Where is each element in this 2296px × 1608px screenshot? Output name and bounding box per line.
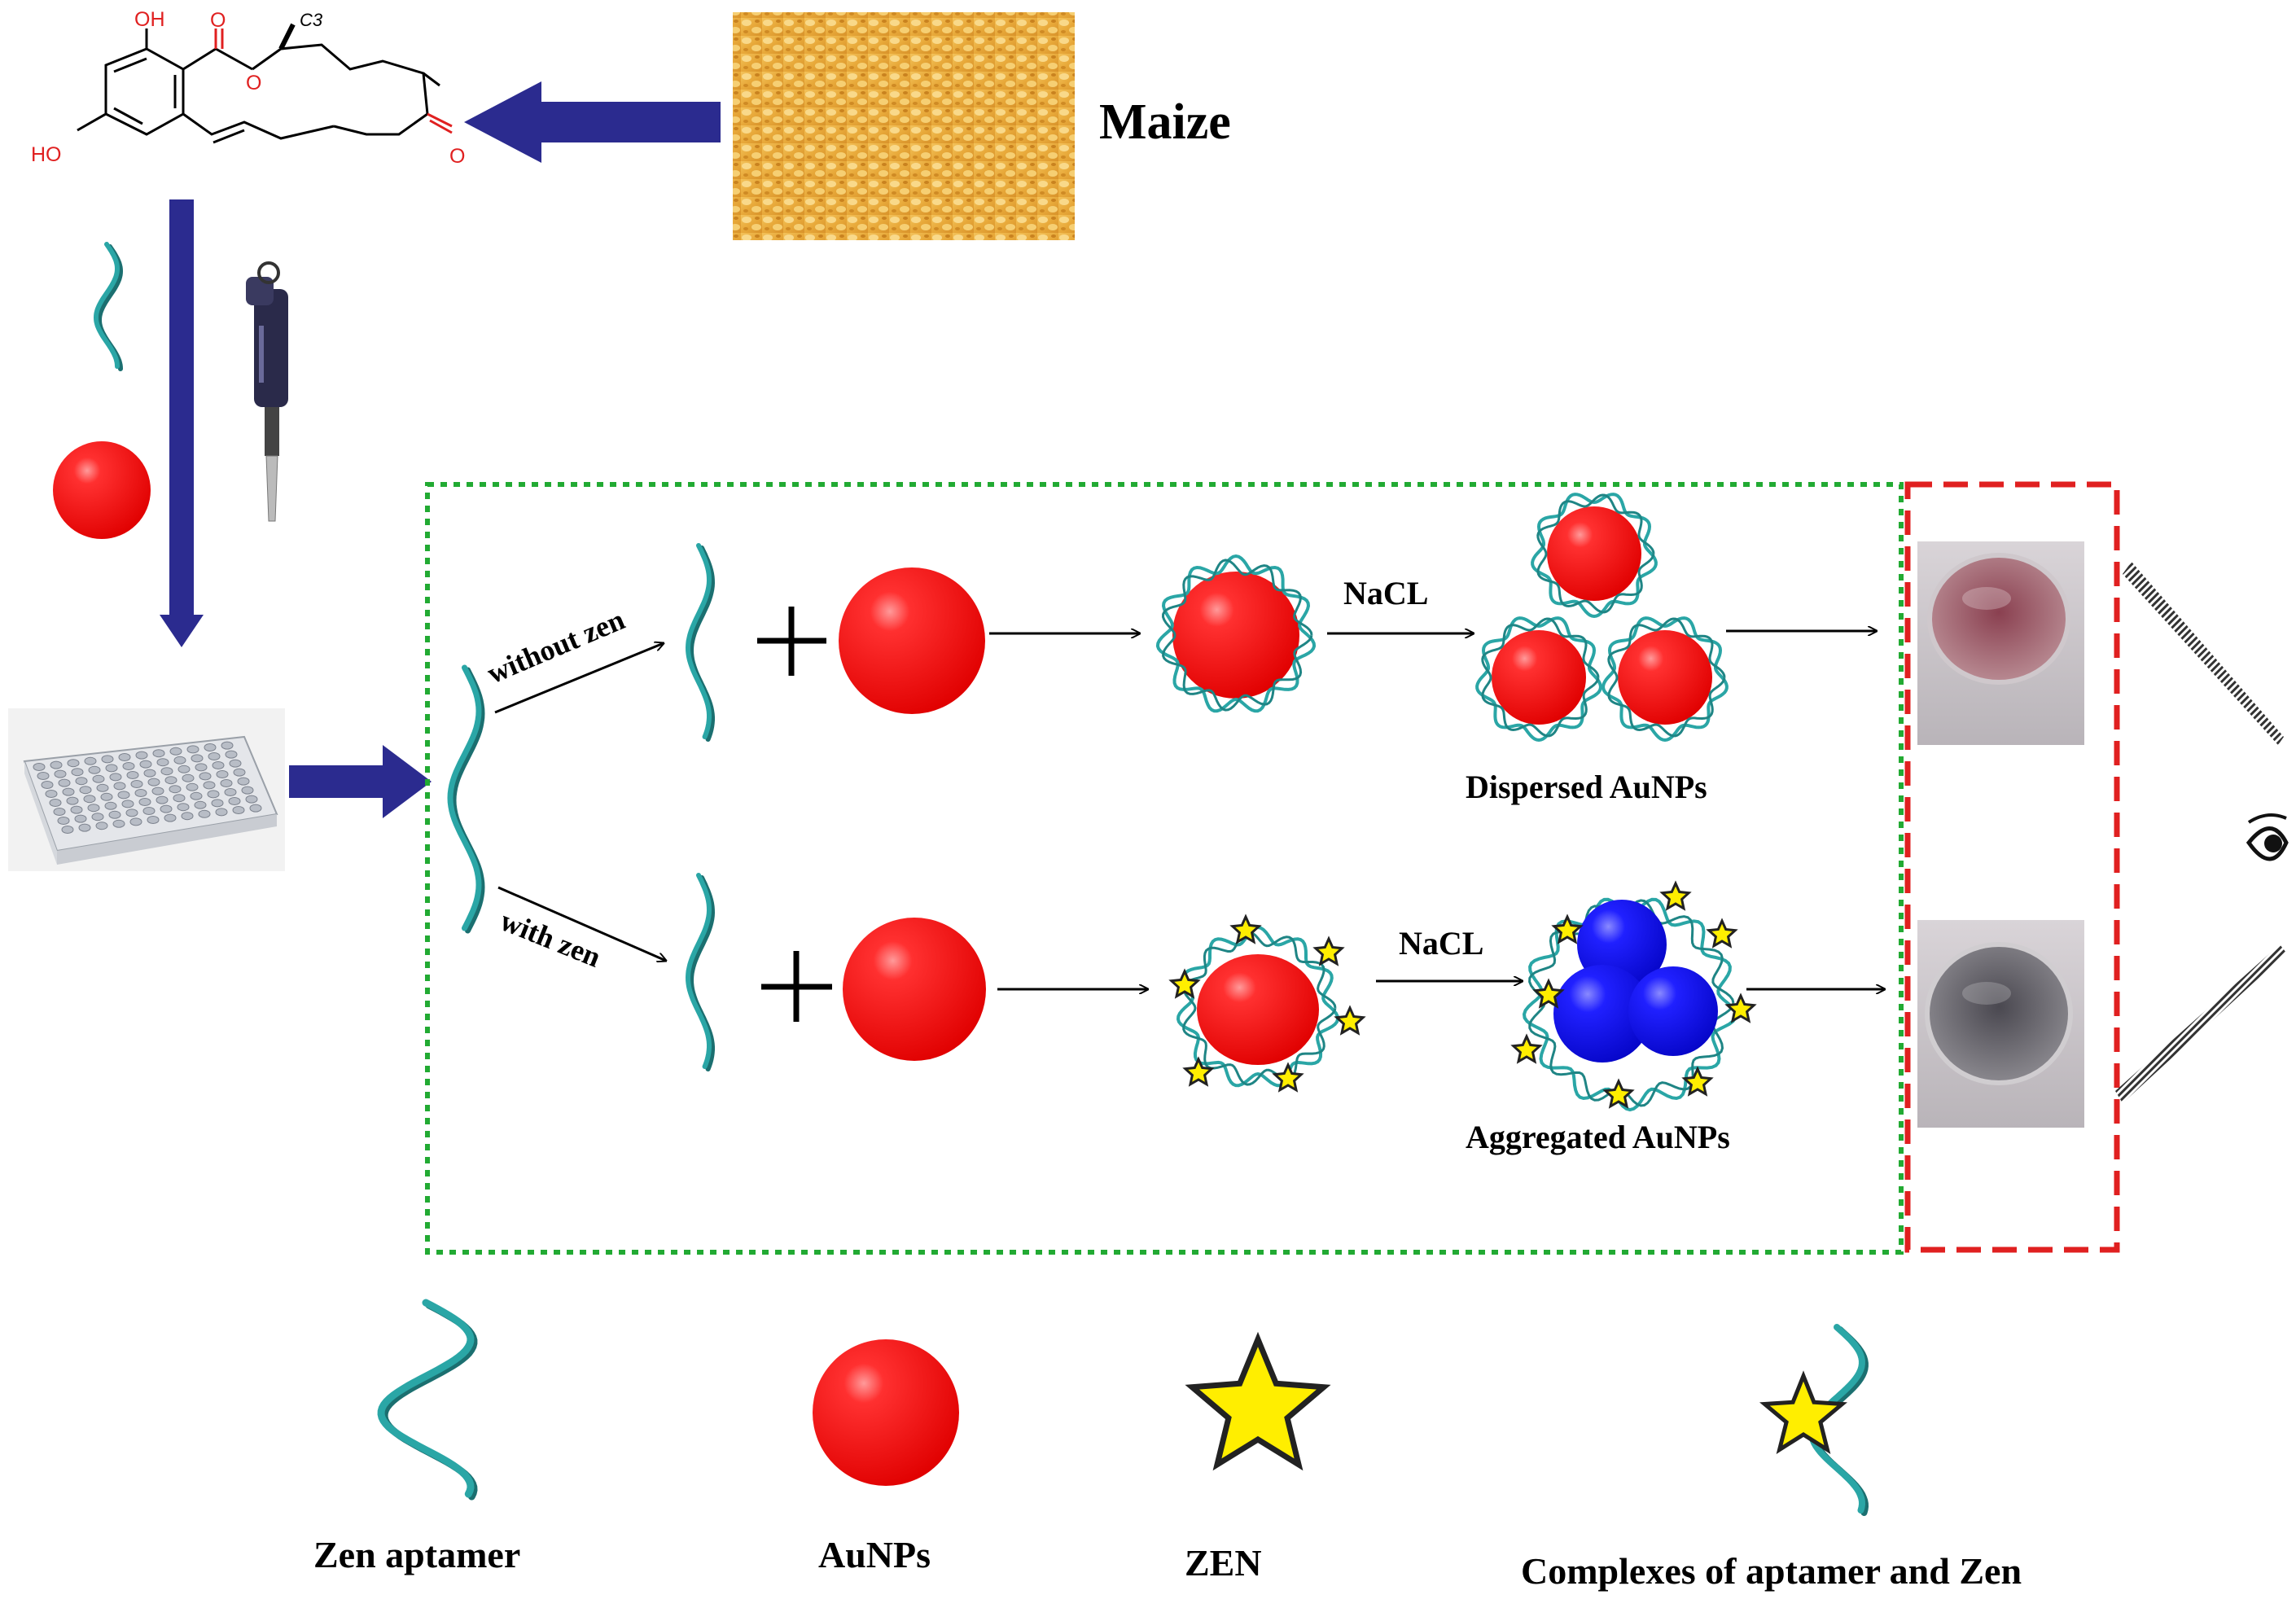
zearalenone-structure-icon bbox=[77, 23, 453, 144]
pipette-icon bbox=[246, 261, 288, 522]
with-zen-label: with zen bbox=[496, 904, 606, 973]
legend-zen-star-icon bbox=[1185, 1331, 1331, 1471]
nacl-bottom-label: NaCL bbox=[1399, 925, 1483, 962]
branch-arrow-bottom bbox=[497, 886, 666, 961]
aptamer-icon bbox=[685, 543, 716, 742]
view-line-top bbox=[2123, 562, 2284, 745]
ketone-o-label: O bbox=[449, 145, 465, 168]
aptamer-icon bbox=[447, 664, 485, 934]
aptamer-coated-aunp bbox=[1155, 554, 1317, 713]
well-photo-grey bbox=[1917, 920, 2084, 1128]
plus-icon bbox=[757, 607, 826, 676]
branch-arrow-top bbox=[494, 643, 664, 714]
aggregated-aunps bbox=[1510, 880, 1757, 1112]
well-result-box bbox=[1904, 481, 2120, 1253]
nacl-top-label: NaCL bbox=[1343, 575, 1428, 611]
view-line-bottom bbox=[2115, 944, 2286, 1103]
oh-top-label: OH bbox=[134, 8, 165, 31]
plate-arrow bbox=[289, 745, 432, 818]
eye-icon bbox=[2246, 813, 2289, 861]
ho-left-label: HO bbox=[31, 143, 62, 166]
aggregated-label: Aggregated AuNPs bbox=[1466, 1119, 1730, 1155]
process-arrow bbox=[160, 199, 204, 647]
dispersed-label: Dispersed AuNPs bbox=[1466, 769, 1707, 805]
legend-zen-label: ZEN bbox=[1185, 1542, 1262, 1584]
aunp-icon bbox=[839, 567, 985, 714]
aptamer-icon bbox=[685, 873, 716, 1071]
maize-label: Maize bbox=[1099, 94, 1231, 150]
legend-aunp-label: AuNPs bbox=[818, 1534, 931, 1575]
without-zen-label: without zen bbox=[482, 603, 629, 690]
legend-complex-label: Complexes of aptamer and Zen bbox=[1521, 1550, 2022, 1592]
aptamer-icon bbox=[93, 242, 124, 371]
microplate-icon bbox=[8, 708, 285, 871]
well-photo-pink bbox=[1917, 541, 2084, 745]
aunp-reagent-icon bbox=[53, 441, 151, 539]
legend-aptamer-icon bbox=[377, 1299, 478, 1501]
c3-label: C3 bbox=[300, 10, 323, 30]
maize-photo bbox=[733, 12, 1075, 240]
dispersed-aunps bbox=[1475, 493, 1729, 743]
plus-icon bbox=[761, 951, 832, 1022]
legend-aptamer-label: Zen aptamer bbox=[313, 1534, 520, 1575]
legend-aunp-icon bbox=[813, 1339, 959, 1486]
zen-aptamer-coated-aunp bbox=[1168, 914, 1366, 1093]
carbonyl-o-label: O bbox=[210, 9, 226, 32]
legend-complex-icon bbox=[1759, 1324, 1869, 1516]
aunp-icon bbox=[843, 918, 986, 1061]
ring-o-label: O bbox=[246, 72, 261, 94]
extract-arrow bbox=[464, 81, 721, 163]
